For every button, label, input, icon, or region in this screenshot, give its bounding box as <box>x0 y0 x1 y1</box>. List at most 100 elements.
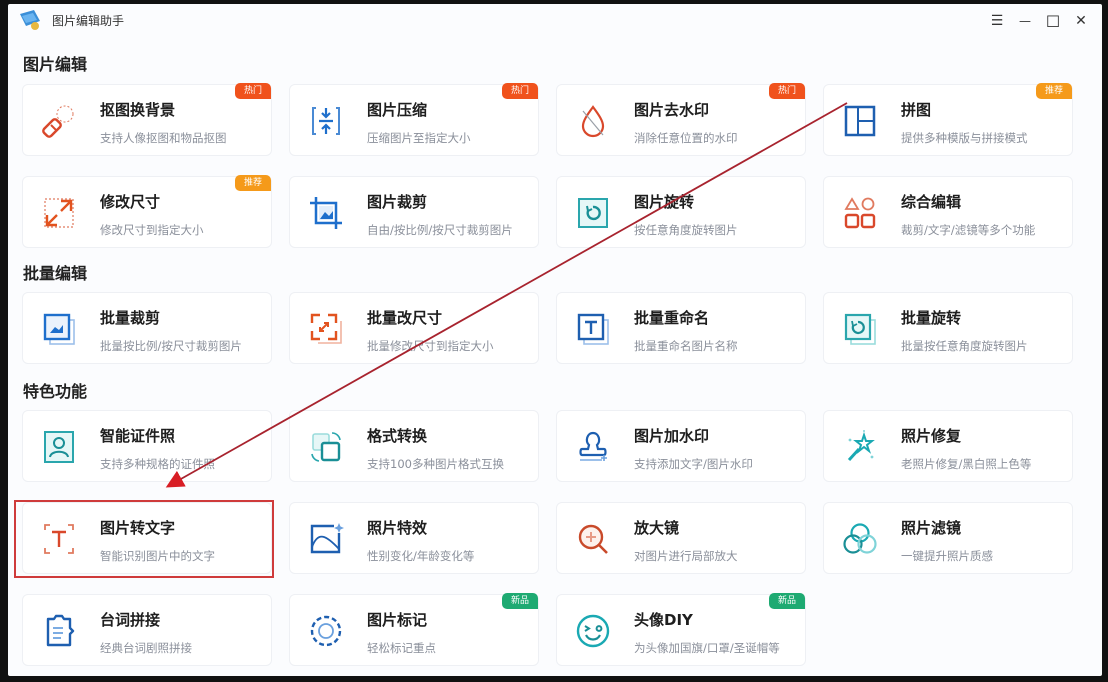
tool-card-magnifier[interactable]: 放大镜 对图片进行局部放大 <box>556 502 806 574</box>
card-desc: 老照片修复/黑白照上色等 <box>901 457 1032 471</box>
tool-card-composite-edit[interactable]: 综合编辑 裁剪/文字/滤镜等多个功能 <box>823 176 1073 248</box>
app-title: 图片编辑助手 <box>52 14 125 28</box>
id-photo-icon <box>44 431 74 463</box>
recommend-badge: 推荐 <box>235 175 271 191</box>
menu-button[interactable]: ☰ <box>984 8 1010 34</box>
card-desc: 性别变化/年龄变化等 <box>367 549 475 563</box>
minimize-icon: — <box>1019 14 1031 28</box>
tool-card-id-photo[interactable]: 智能证件照 支持多种规格的证件照 <box>22 410 272 482</box>
card-desc: 经典台词剧照拼接 <box>100 641 192 655</box>
collage-icon <box>844 105 876 137</box>
card-title: 综合编辑 <box>901 193 962 211</box>
card-title: 图片转文字 <box>100 519 176 537</box>
batch-crop-icon <box>43 313 75 345</box>
card-desc: 批量重命名图片名称 <box>634 339 738 353</box>
eraser-icon <box>42 105 74 138</box>
subtitle-stitch-icon <box>46 614 75 647</box>
new-badge: 新品 <box>502 593 538 609</box>
card-desc: 自由/按比例/按尺寸裁剪图片 <box>367 223 513 237</box>
menu-icon: ☰ <box>990 13 1004 29</box>
minimize-button[interactable]: — <box>1012 8 1038 34</box>
crop-icon <box>310 197 342 229</box>
close-button[interactable]: ✕ <box>1068 8 1094 34</box>
tool-card-compress[interactable]: 图片压缩 压缩图片至指定大小 热门 <box>289 83 539 156</box>
tool-card-photo-restore[interactable]: 照片修复 老照片修复/黑白照上色等 <box>823 410 1073 482</box>
tool-card-batch-rename[interactable]: 批量重命名 批量重命名图片名称 <box>556 292 806 364</box>
card-title: 照片特效 <box>367 519 428 537</box>
card-desc: 智能识别图片中的文字 <box>100 549 215 563</box>
card-title: 图片压缩 <box>367 101 428 119</box>
batch-rotate-icon <box>844 313 876 345</box>
batch-resize-icon <box>310 313 342 344</box>
card-desc: 批量按比例/按尺寸裁剪图片 <box>100 339 242 353</box>
tool-card-photo-filter[interactable]: 照片滤镜 一键提升照片质感 <box>823 502 1073 574</box>
card-title: 批量旋转 <box>901 309 962 327</box>
card-title: 批量重命名 <box>634 309 710 327</box>
card-desc: 压缩图片至指定大小 <box>367 131 471 145</box>
new-badge: 新品 <box>769 593 805 609</box>
tool-card-photo-effect[interactable]: 照片特效 性别变化/年龄变化等 <box>289 502 539 574</box>
card-desc: 支持100多种图片格式互换 <box>367 457 504 471</box>
tool-card-resize[interactable]: 修改尺寸 修改尺寸到指定大小 推荐 <box>22 175 272 248</box>
card-title: 批量改尺寸 <box>367 309 443 327</box>
section-title-special: 特色功能 <box>23 382 88 401</box>
maximize-icon: ☐ <box>1045 11 1061 31</box>
card-title: 照片滤镜 <box>901 519 962 537</box>
tool-card-cutout[interactable]: 抠图换背景 支持人像抠图和物品抠图 热门 <box>22 83 272 156</box>
tool-card-image-to-text[interactable]: 图片转文字 智能识别图片中的文字 <box>22 502 272 574</box>
card-title: 图片裁剪 <box>367 193 428 211</box>
card-desc: 裁剪/文字/滤镜等多个功能 <box>901 223 1036 237</box>
card-title: 图片去水印 <box>634 101 710 119</box>
tool-card-subtitle-stitch[interactable]: 台词拼接 经典台词剧照拼接 <box>22 594 272 666</box>
tool-card-image-mark[interactable]: 图片标记 轻松标记重点 新品 <box>289 593 539 666</box>
tool-card-rotate[interactable]: 图片旋转 按任意角度旋转图片 <box>556 176 806 248</box>
title-bar: 图片编辑助手 ☰ — ☐ ✕ <box>8 4 1102 38</box>
maximize-button[interactable]: ☐ <box>1040 8 1066 34</box>
card-title: 图片旋转 <box>634 193 695 211</box>
tool-card-format-convert[interactable]: 格式转换 支持100多种图片格式互换 <box>289 410 539 482</box>
card-desc: 为头像加国旗/口罩/圣诞帽等 <box>634 641 780 655</box>
card-title: 放大镜 <box>634 519 680 537</box>
format-convert-icon <box>311 432 341 462</box>
card-title: 批量裁剪 <box>100 309 161 327</box>
ocr-text-icon <box>44 524 74 554</box>
tool-card-batch-rotate[interactable]: 批量旋转 批量按任意角度旋转图片 <box>823 292 1073 364</box>
card-desc: 轻松标记重点 <box>367 641 436 655</box>
remove-watermark-icon <box>581 105 605 138</box>
compress-icon <box>312 107 340 135</box>
card-desc: 修改尺寸到指定大小 <box>100 223 204 237</box>
hot-badge: 热门 <box>502 83 538 99</box>
filter-icon <box>843 523 877 554</box>
card-title: 照片修复 <box>901 427 962 445</box>
card-desc: 一键提升照片质感 <box>901 549 993 563</box>
mark-icon <box>310 615 342 647</box>
section-title-batch-edit: 批量编辑 <box>23 264 88 283</box>
card-desc: 按任意角度旋转图片 <box>634 223 738 237</box>
tool-card-avatar-diy[interactable]: 头像DIY 为头像加国旗/口罩/圣诞帽等 新品 <box>556 593 806 666</box>
resize-icon <box>44 198 74 228</box>
card-desc: 支持多种规格的证件照 <box>100 457 215 471</box>
tool-card-crop[interactable]: 图片裁剪 自由/按比例/按尺寸裁剪图片 <box>289 176 539 248</box>
shapes-icon <box>844 197 876 229</box>
hot-badge: 热门 <box>235 83 271 99</box>
card-desc: 支持人像抠图和物品抠图 <box>100 131 227 145</box>
close-icon: ✕ <box>1075 13 1087 29</box>
tool-card-add-watermark[interactable]: 图片加水印 支持添加文字/图片水印 <box>556 410 806 482</box>
avatar-icon <box>576 614 610 648</box>
tool-card-collage[interactable]: 拼图 提供多种模版与拼接模式 推荐 <box>823 83 1073 156</box>
card-title: 台词拼接 <box>100 611 161 629</box>
card-title: 图片标记 <box>367 611 428 629</box>
app-window: 图片编辑助手 ☰ — ☐ ✕ 图片编辑 抠图换背景 支持人像抠图和物品抠图 热门… <box>8 4 1102 676</box>
card-desc: 提供多种模版与拼接模式 <box>901 131 1028 145</box>
card-desc: 对图片进行局部放大 <box>634 549 738 563</box>
card-title: 头像DIY <box>634 611 693 629</box>
card-desc: 批量按任意角度旋转图片 <box>901 339 1028 353</box>
card-desc: 批量修改尺寸到指定大小 <box>367 339 494 353</box>
card-title: 修改尺寸 <box>100 193 161 211</box>
tool-card-remove-watermark[interactable]: 图片去水印 消除任意位置的水印 热门 <box>556 83 806 156</box>
card-title: 格式转换 <box>367 427 428 445</box>
hot-badge: 热门 <box>769 83 805 99</box>
tool-card-batch-crop[interactable]: 批量裁剪 批量按比例/按尺寸裁剪图片 <box>22 292 272 364</box>
card-title: 拼图 <box>901 101 932 119</box>
tool-card-batch-resize[interactable]: 批量改尺寸 批量修改尺寸到指定大小 <box>289 292 539 364</box>
